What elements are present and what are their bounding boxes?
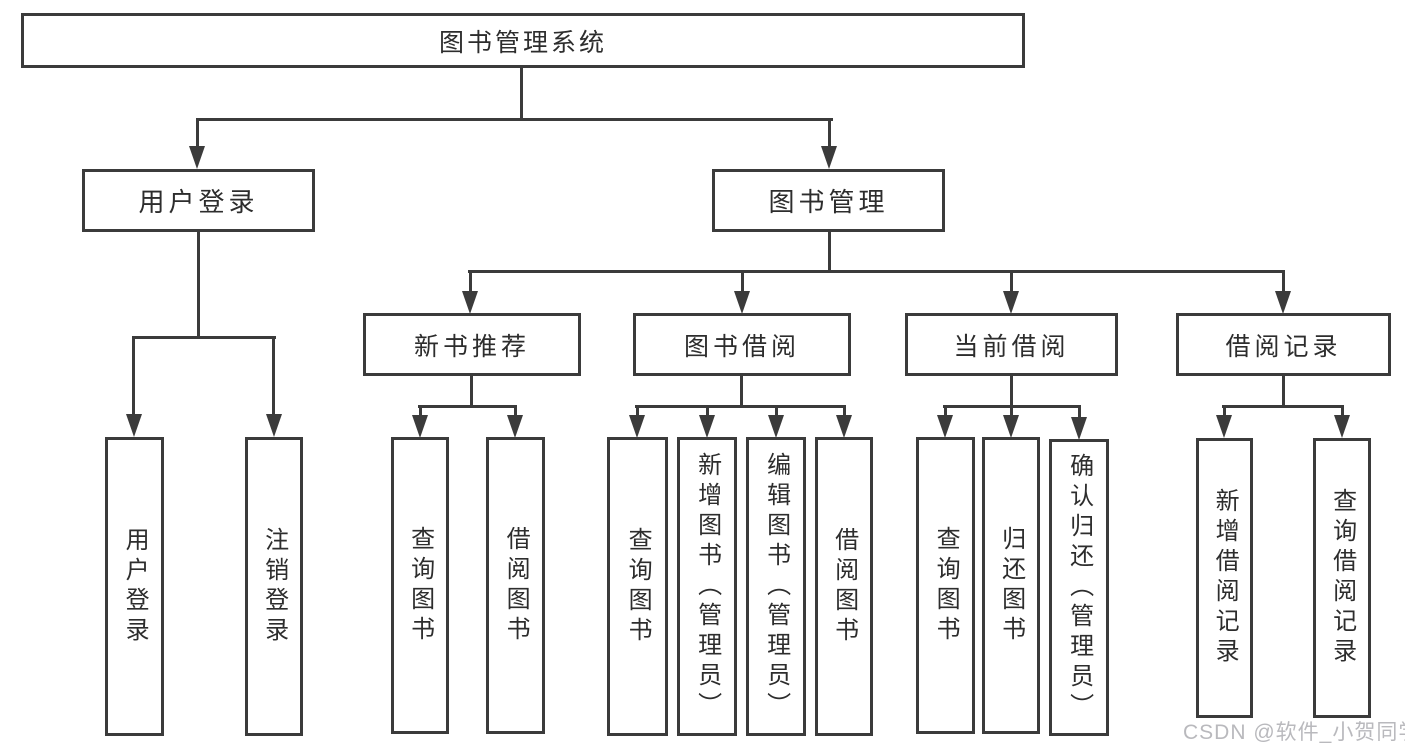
leaf-add-books-admin: 新增图书（管理员） bbox=[677, 437, 737, 736]
connector-borrow-records-stub bbox=[1282, 375, 1285, 407]
connector-to-new-book-shaft bbox=[469, 272, 472, 293]
connector-book-borrow-stub bbox=[740, 375, 743, 407]
arrowhead-to-book-mgmt-icon bbox=[821, 146, 837, 169]
connector-current-borrow-bar bbox=[943, 405, 1081, 408]
arrowhead-leaf-icon bbox=[836, 415, 852, 438]
leaf-query-books-recommend: 查询图书 bbox=[391, 437, 449, 734]
leaf-add-borrow-record: 新增借阅记录 bbox=[1196, 438, 1253, 718]
arrowhead-leaf-icon bbox=[768, 415, 784, 438]
node-current-borrowing: 当前借阅 bbox=[905, 313, 1118, 376]
connector-to-leaf-logout-shaft bbox=[272, 338, 275, 416]
node-user-login: 用户登录 bbox=[82, 169, 315, 232]
connector-to-borrow-records-shaft bbox=[1282, 272, 1285, 293]
leaf-label: 用户登录 bbox=[121, 526, 149, 647]
connector-new-book-bar bbox=[418, 405, 517, 408]
arrowhead-leaf-icon bbox=[937, 415, 953, 438]
leaf-edit-books-admin: 编辑图书（管理员） bbox=[746, 437, 806, 736]
connector-new-book-stub bbox=[470, 375, 473, 407]
connector-to-book-borrow-shaft bbox=[741, 272, 744, 293]
leaf-label: 注销登录 bbox=[260, 526, 288, 647]
connector-root-bar bbox=[196, 118, 833, 121]
node-new-book-recommendation: 新书推荐 bbox=[363, 313, 581, 376]
leaf-label: 借阅图书 bbox=[502, 525, 530, 646]
connector-user-login-bar bbox=[132, 336, 276, 339]
leaf-label: 新增图书（管理员） bbox=[693, 451, 721, 722]
arrowhead-leaf-icon bbox=[629, 415, 645, 438]
node-label: 借阅记录 bbox=[1225, 332, 1342, 361]
arrowhead-to-user-login-icon bbox=[189, 146, 205, 169]
connector-to-current-borrow-shaft bbox=[1010, 272, 1013, 293]
leaf-confirm-return-admin: 确认归还（管理员） bbox=[1049, 439, 1109, 736]
leaf-label: 查询图书 bbox=[406, 525, 434, 646]
connector-user-login-stub bbox=[197, 231, 200, 338]
arrowhead-leaf-icon bbox=[1003, 415, 1019, 438]
arrowhead-leaf-icon bbox=[1071, 417, 1087, 440]
node-label: 用户登录 bbox=[138, 187, 259, 217]
arrowhead-to-current-borrow-icon bbox=[1003, 291, 1019, 314]
arrowhead-to-leaf-logout-icon bbox=[266, 414, 282, 437]
node-label: 图书借阅 bbox=[683, 332, 800, 361]
leaf-borrow-books-borrowing: 借阅图书 bbox=[815, 437, 873, 736]
connector-to-leaf-user-login-shaft bbox=[132, 338, 135, 416]
connector-leaf-shaft bbox=[1341, 407, 1344, 417]
arrowhead-to-book-borrow-icon bbox=[734, 291, 750, 314]
connector-leaf-shaft bbox=[419, 407, 422, 417]
arrowhead-leaf-icon bbox=[412, 415, 428, 438]
connector-book-borrow-bar bbox=[635, 405, 846, 408]
leaf-label: 归还图书 bbox=[997, 525, 1025, 646]
connector-leaf-shaft bbox=[843, 407, 846, 417]
leaf-query-books-current: 查询图书 bbox=[916, 437, 975, 734]
connector-leaf-shaft bbox=[1078, 407, 1081, 419]
node-label: 当前借阅 bbox=[953, 332, 1070, 361]
connector-leaf-shaft bbox=[706, 407, 709, 417]
arrowhead-leaf-icon bbox=[699, 415, 715, 438]
connector-leaf-shaft bbox=[944, 407, 947, 417]
node-label: 图书管理 bbox=[768, 187, 889, 217]
connector-current-borrow-stub bbox=[1010, 375, 1013, 407]
leaf-label: 借阅图书 bbox=[830, 526, 858, 647]
arrowhead-leaf-icon bbox=[507, 415, 523, 438]
connector-borrow-records-bar bbox=[1222, 405, 1344, 408]
arrowhead-to-borrow-records-icon bbox=[1275, 291, 1291, 314]
leaf-label: 查询借阅记录 bbox=[1328, 488, 1356, 668]
node-library-system: 图书管理系统 bbox=[21, 13, 1025, 68]
node-book-management: 图书管理 bbox=[712, 169, 945, 232]
connector-leaf-shaft bbox=[1010, 407, 1013, 417]
arrowhead-to-new-book-icon bbox=[462, 291, 478, 314]
connector-book-mgmt-bar bbox=[468, 270, 1285, 273]
connector-leaf-shaft bbox=[636, 407, 639, 417]
leaf-logout-login: 注销登录 bbox=[245, 437, 303, 736]
connector-to-book-mgmt-shaft bbox=[828, 120, 831, 148]
connector-leaf-shaft bbox=[514, 407, 517, 417]
arrowhead-to-leaf-user-login-icon bbox=[126, 414, 142, 437]
leaf-borrow-books-recommend: 借阅图书 bbox=[486, 437, 545, 734]
leaf-label: 确认归还（管理员） bbox=[1065, 452, 1093, 723]
node-label: 图书管理系统 bbox=[438, 28, 607, 57]
leaf-label: 编辑图书（管理员） bbox=[762, 451, 790, 722]
leaf-label: 新增借阅记录 bbox=[1211, 488, 1239, 668]
node-book-borrowing: 图书借阅 bbox=[633, 313, 851, 376]
leaf-query-books-borrowing: 查询图书 bbox=[607, 437, 668, 736]
leaf-return-books: 归还图书 bbox=[982, 437, 1040, 734]
node-borrowing-records: 借阅记录 bbox=[1176, 313, 1391, 376]
node-label: 新书推荐 bbox=[413, 332, 530, 361]
connector-root-stub bbox=[520, 68, 523, 120]
leaf-label: 查询图书 bbox=[932, 525, 960, 646]
leaf-label: 查询图书 bbox=[624, 526, 652, 647]
connector-book-mgmt-stub bbox=[828, 231, 831, 272]
csdn-watermark: CSDN @软件_小贺同学 bbox=[1183, 721, 1405, 744]
connector-leaf-shaft bbox=[1223, 407, 1226, 417]
connector-leaf-shaft bbox=[775, 407, 778, 417]
arrowhead-leaf-icon bbox=[1334, 415, 1350, 438]
leaf-user-login: 用户登录 bbox=[105, 437, 164, 736]
connector-to-user-login-shaft bbox=[196, 120, 199, 148]
leaf-query-borrow-record: 查询借阅记录 bbox=[1313, 438, 1371, 718]
arrowhead-leaf-icon bbox=[1216, 415, 1232, 438]
